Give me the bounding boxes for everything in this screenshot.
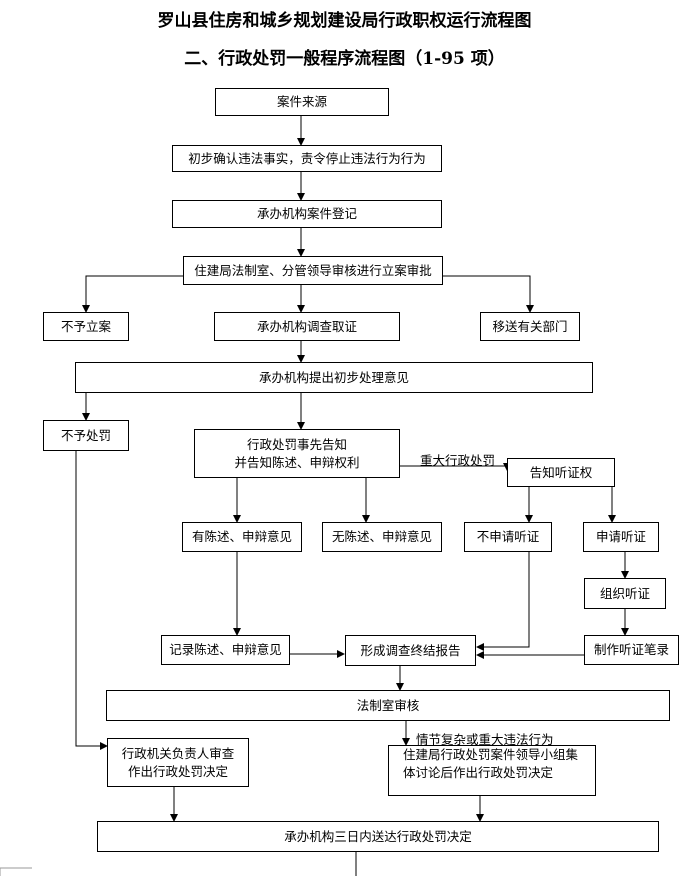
node-no-hearing: 不申请听证 bbox=[464, 522, 552, 552]
node-no-statement: 无陈述、申辩意见 bbox=[322, 522, 442, 552]
node-group-decision: 住建局行政处罚案件领导小组集 体讨论后作出行政处罚决定 bbox=[388, 745, 596, 796]
arrow-nohearing-report bbox=[476, 552, 530, 651]
node-opinion: 承办机构提出初步处理意见 bbox=[75, 362, 593, 393]
node-group-line2: 体讨论后作出行政处罚决定 bbox=[403, 765, 554, 780]
node-no-case: 不予立案 bbox=[43, 312, 129, 341]
node-apply-hearing: 申请听证 bbox=[583, 522, 659, 552]
label-major-penalty: 重大行政处罚 bbox=[420, 453, 496, 468]
node-deliver: 承办机构三日内送达行政处罚决定 bbox=[97, 821, 659, 852]
node-hearing-record: 制作听证笔录 bbox=[584, 635, 679, 665]
arrow-nopenalty-leader bbox=[75, 451, 108, 750]
node-group-line1: 住建局行政处罚案件领导小组集 bbox=[403, 747, 579, 762]
page-title: 罗山县住房和城乡规划建设局行政职权运行流程图 bbox=[157, 11, 532, 31]
node-investigate: 承办机构调查取证 bbox=[214, 312, 400, 341]
arrow-approve-nocase bbox=[82, 275, 183, 313]
node-leader-line2: 作出行政处罚决定 bbox=[127, 763, 228, 779]
node-leader-review: 行政机关负责人审查 作出行政处罚决定 bbox=[107, 738, 249, 787]
page-corner-mark bbox=[0, 867, 32, 876]
arrow-approve-transfer bbox=[443, 275, 534, 313]
node-confirm: 初步确认违法事实，责令停止违法行为行为 bbox=[172, 145, 442, 172]
node-leader-line1: 行政机关负责人审查 bbox=[121, 745, 235, 761]
node-transfer: 移送有关部门 bbox=[480, 312, 580, 341]
page-subtitle: 二、行政处罚一般程序流程图（1-95 项） bbox=[184, 49, 505, 69]
node-notice: 行政处罚事先告知 并告知陈述、申辩权利 bbox=[194, 429, 400, 478]
node-hearing-notice: 告知听证权 bbox=[507, 458, 615, 487]
node-notice-line1: 行政处罚事先告知 bbox=[246, 436, 347, 452]
node-has-statement: 有陈述、申辩意见 bbox=[182, 522, 302, 552]
node-register: 承办机构案件登记 bbox=[172, 200, 442, 228]
node-organize-hearing: 组织听证 bbox=[584, 578, 666, 609]
node-no-penalty: 不予处罚 bbox=[43, 420, 129, 451]
node-report: 形成调查终结报告 bbox=[345, 635, 476, 666]
node-notice-line2: 并告知陈述、申辩权利 bbox=[234, 454, 360, 470]
node-source: 案件来源 bbox=[215, 88, 389, 116]
node-approve: 住建局法制室、分管领导审核进行立案审批 bbox=[183, 256, 443, 285]
label-complex-case: 情节复杂或重大违法行为 bbox=[416, 732, 554, 747]
node-record-statement: 记录陈述、申辩意见 bbox=[161, 635, 290, 665]
node-legal-review: 法制室审核 bbox=[106, 690, 670, 721]
